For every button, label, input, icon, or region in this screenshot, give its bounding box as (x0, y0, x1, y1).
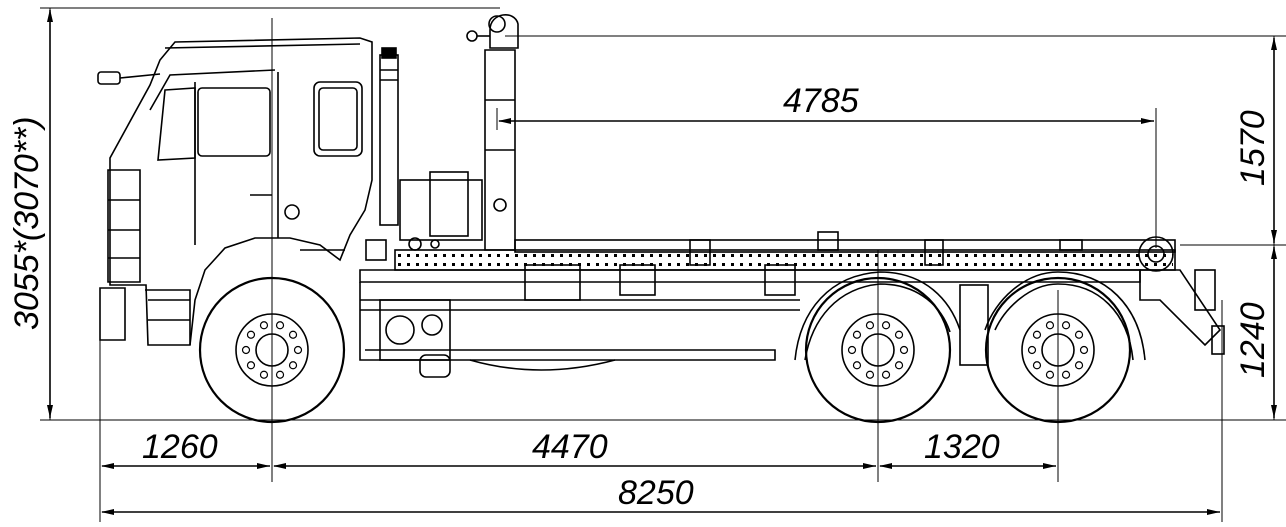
wheel-bolt (288, 330, 298, 339)
wheel-bolt (1074, 361, 1084, 370)
dim-total-height: 3055*(3070**) (8, 116, 46, 330)
wheel-bolt (241, 345, 251, 355)
exhaust-stack (379, 47, 399, 226)
wheel-bolt (1045, 370, 1055, 379)
dim-hook-to-roller: 4785 (783, 82, 859, 120)
wheel-bolt (259, 370, 269, 379)
wheel-bolt (894, 361, 904, 370)
middle-rear-wheel (804, 276, 952, 424)
dim-wheelbase: 4470 (532, 428, 608, 466)
wheel-bolt (881, 370, 891, 379)
wheel-bolts (241, 321, 1089, 379)
wheel-bolt (246, 330, 256, 339)
wheel-bolt (1027, 345, 1037, 355)
wheel-bolt (275, 370, 285, 379)
dim-hook-height: 1570 (1234, 110, 1272, 186)
wheel-bolt (847, 345, 857, 355)
truck-cab (97, 37, 387, 346)
dim-front-overhang: 1260 (142, 428, 218, 466)
chassis-frame (359, 231, 1225, 378)
dim-overall-length: 8250 (618, 474, 694, 512)
wheel-bolt (1074, 330, 1084, 339)
wheel-bolt (899, 345, 909, 355)
wheel-bolt (246, 361, 256, 370)
wheel-bolt (881, 321, 891, 330)
wheel-bolt (865, 321, 875, 330)
rear-wheel (984, 276, 1132, 424)
wheel-bolt (852, 330, 862, 339)
front-wheel (198, 276, 346, 424)
wheel-bolt (275, 321, 285, 330)
wheel-bolt (1079, 345, 1089, 355)
wheel-bolt (1032, 361, 1042, 370)
wheel-bolt (1061, 370, 1071, 379)
wheel-bolt (1045, 321, 1055, 330)
dimension-arrows (47, 9, 1277, 515)
wheel-bolt (1032, 330, 1042, 339)
wheel-bolt (259, 321, 269, 330)
wheel-bolt (1061, 321, 1071, 330)
hook-lift-arm (399, 14, 519, 251)
wheel-bolt (894, 330, 904, 339)
dim-rear-spacing: 1320 (924, 428, 1000, 466)
wheel-bolt (852, 361, 862, 370)
wheel-bolt (293, 345, 303, 355)
dim-frame-height: 1240 (1234, 302, 1272, 378)
wheel-bolt (865, 370, 875, 379)
wheel-bolt (288, 361, 298, 370)
